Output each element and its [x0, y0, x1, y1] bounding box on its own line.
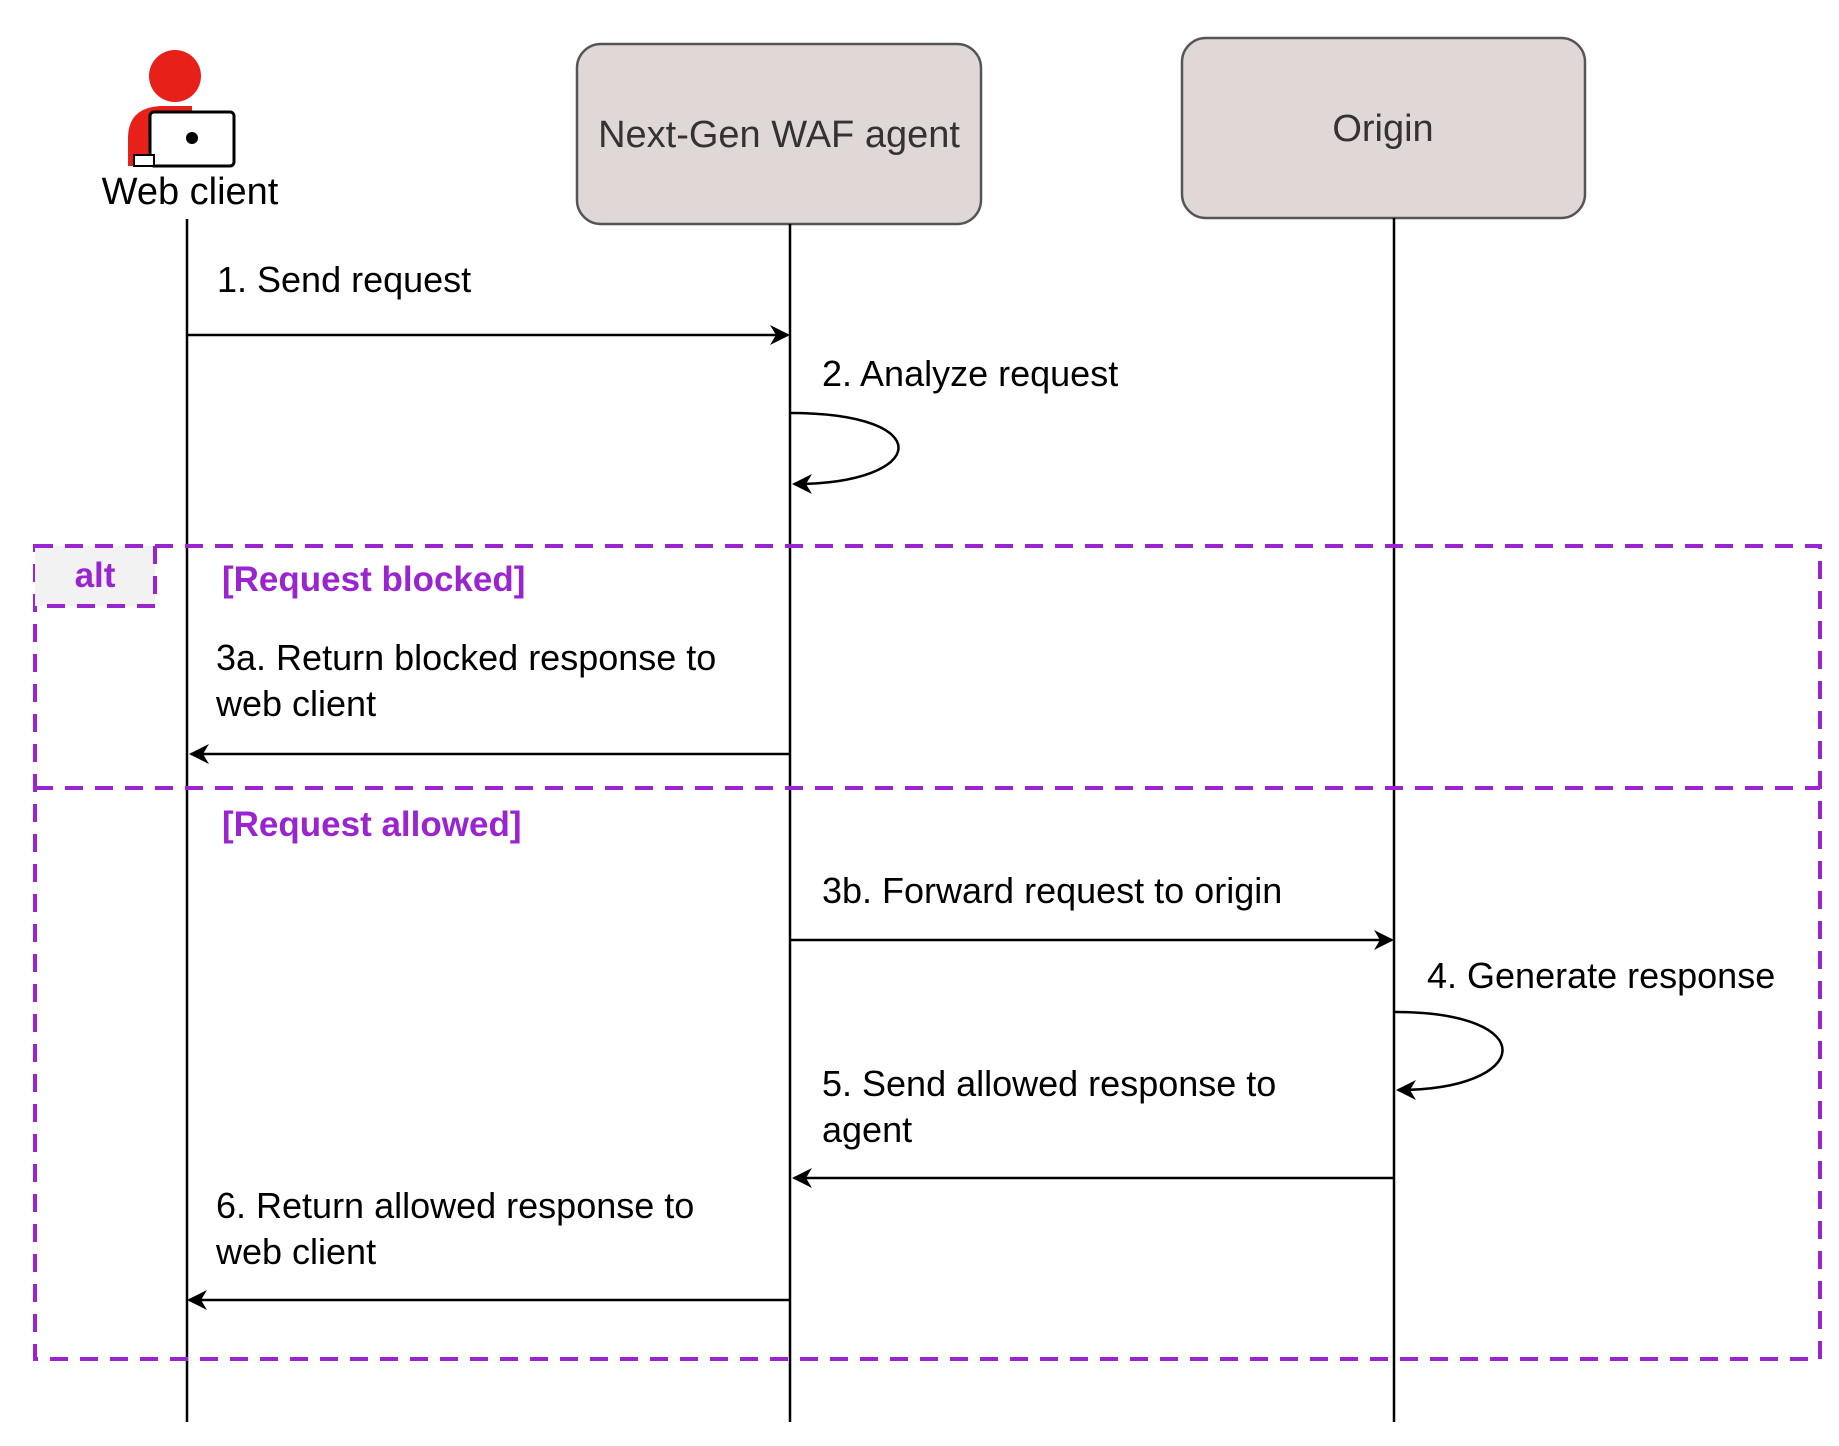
- user-laptop-icon: [128, 50, 236, 168]
- message-label-allowed-response-client-line2: web client: [215, 1231, 376, 1272]
- participant-origin: Origin: [1180, 36, 1587, 220]
- guard-request-allowed: [Request allowed]: [222, 805, 521, 844]
- alt-operator-label: alt: [75, 556, 116, 595]
- guard-request-blocked: [Request blocked]: [222, 560, 525, 599]
- message-label-allowed-response-agent-line2: agent: [822, 1109, 912, 1150]
- message-label-allowed-response-agent-line1: 5. Send allowed response to: [822, 1063, 1276, 1104]
- participant-origin-box: [1180, 36, 1587, 220]
- message-label-blocked-response-line2: web client: [215, 683, 376, 724]
- message-label-allowed-response-client-line1: 6. Return allowed response to: [216, 1185, 694, 1226]
- message-arrow-analyze-request: [789, 411, 900, 494]
- message-arrow-generate-response: [1393, 1010, 1504, 1100]
- participant-waf-agent-box: [575, 42, 983, 226]
- participant-waf-agent: Next-Gen WAF agent: [575, 42, 983, 226]
- message-label-analyze-request: 2. Analyze request: [822, 353, 1118, 394]
- participant-origin-label: Origin: [1332, 108, 1433, 150]
- message-label-send-request: 1. Send request: [217, 259, 471, 300]
- participant-web-client-label: Web client: [102, 171, 279, 213]
- message-label-forward-request: 3b. Forward request to origin: [822, 870, 1282, 911]
- alt-frame-tab: [35, 544, 157, 608]
- message-label-generate-response: 4. Generate response: [1427, 955, 1775, 996]
- message-label-blocked-response-line1: 3a. Return blocked response to: [216, 637, 716, 678]
- participant-waf-agent-label: Next-Gen WAF agent: [598, 114, 960, 156]
- alt-frame: [33, 544, 1822, 1361]
